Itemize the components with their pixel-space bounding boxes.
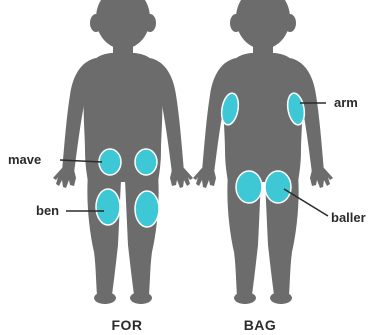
- back-figure: [193, 0, 333, 304]
- front-thigh-site-left: [96, 189, 120, 225]
- back-buttock-site-right: [265, 171, 291, 203]
- buttocks-label: baller: [331, 210, 366, 225]
- front-belly-site-right: [135, 149, 157, 175]
- back-caption: BAG: [244, 317, 277, 333]
- back-buttock-site-left: [236, 171, 262, 203]
- belly-label: mave: [8, 152, 41, 167]
- front-thigh-site-right: [135, 191, 159, 227]
- front-body-silhouette: [53, 0, 193, 304]
- thigh-label: ben: [36, 203, 59, 218]
- back-body-silhouette: [193, 0, 333, 304]
- arm-label: arm: [334, 95, 358, 110]
- front-figure: [53, 0, 193, 304]
- front-belly-site-left: [99, 149, 121, 175]
- front-caption: FOR: [111, 317, 142, 333]
